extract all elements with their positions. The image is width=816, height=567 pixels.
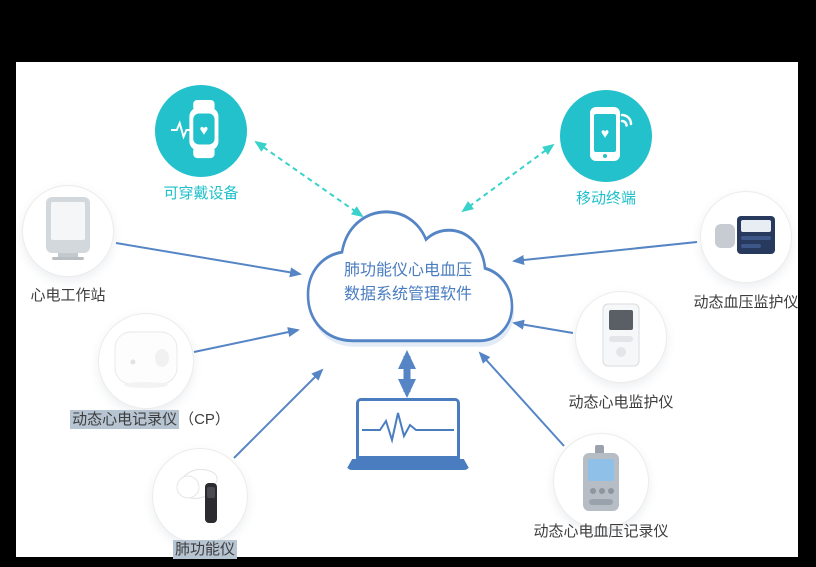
svg-text:♥: ♥: [200, 122, 209, 138]
spirometer-label-text: 肺功能仪: [172, 540, 237, 559]
cp-recorder-label: 动态心电记录仪（CP）: [35, 410, 265, 429]
smartwatch-heart-icon: ♥: [170, 98, 232, 165]
cloud-title: 肺功能仪心电血压 数据系统管理软件: [306, 259, 510, 307]
cp-recorder-icon: [111, 328, 181, 395]
svg-text:♥: ♥: [601, 125, 609, 141]
ecg-waveform-icon: [362, 412, 454, 444]
wearable-label: 可穿戴设备: [163, 185, 239, 202]
node-bp-monitor: [700, 191, 792, 283]
mobile-label: 移动终端: [575, 190, 636, 207]
ecg-monitor-icon: [597, 302, 645, 373]
cloud-title-line2: 数据系统管理软件: [343, 286, 472, 303]
node-spirometer: [152, 448, 248, 544]
arrow-ecg-monitor-to-cloud: [512, 319, 574, 334]
cloud-icon: [306, 210, 514, 343]
laptop-ecg-icon: [346, 398, 470, 470]
smartphone-heart-icon: ♥: [576, 103, 636, 170]
laptop-base: [346, 459, 470, 470]
node-ecg-monitor: [575, 291, 667, 383]
spirometer-icon: [168, 459, 232, 534]
node-ecg-workstation: [22, 185, 114, 277]
bp-monitor-label: 动态血压监护仪: [693, 294, 799, 311]
ecg-workstation-label: 心电工作站: [30, 287, 106, 304]
node-ecg-bp-recorder: [553, 433, 649, 529]
cp-recorder-label-highlight: 动态心电记录仪: [70, 410, 180, 429]
ecg-bp-recorder-label: 动态心电血压记录仪: [533, 523, 669, 540]
bp-monitor-icon: [713, 208, 779, 267]
arrow-ecg-bp-recorder-to-cloud: [478, 351, 565, 447]
arrow-workstation-to-cloud: [115, 242, 302, 278]
arrow-mobile-cloud: [461, 143, 555, 213]
arrow-bp-monitor-to-cloud: [512, 241, 698, 265]
node-cp-recorder: [98, 313, 194, 409]
arrow-cp-recorder-to-cloud: [193, 327, 300, 353]
spirometer-label: 肺功能仪: [145, 540, 265, 559]
cloud-title-line1: 肺功能仪心电血压: [343, 262, 472, 279]
cp-recorder-label-suffix: （CP）: [179, 411, 230, 428]
arrow-wearable-cloud: [254, 140, 364, 218]
laptop-screen: [356, 398, 460, 459]
ecg-bp-recorder-icon: [575, 444, 627, 519]
ecg-workstation-icon: [38, 195, 98, 268]
arrow-spirometer-to-cloud: [233, 368, 324, 459]
node-wearable: ♥: [155, 85, 247, 177]
ecg-monitor-label: 动态心电监护仪: [568, 394, 674, 411]
node-mobile: ♥: [560, 90, 652, 182]
